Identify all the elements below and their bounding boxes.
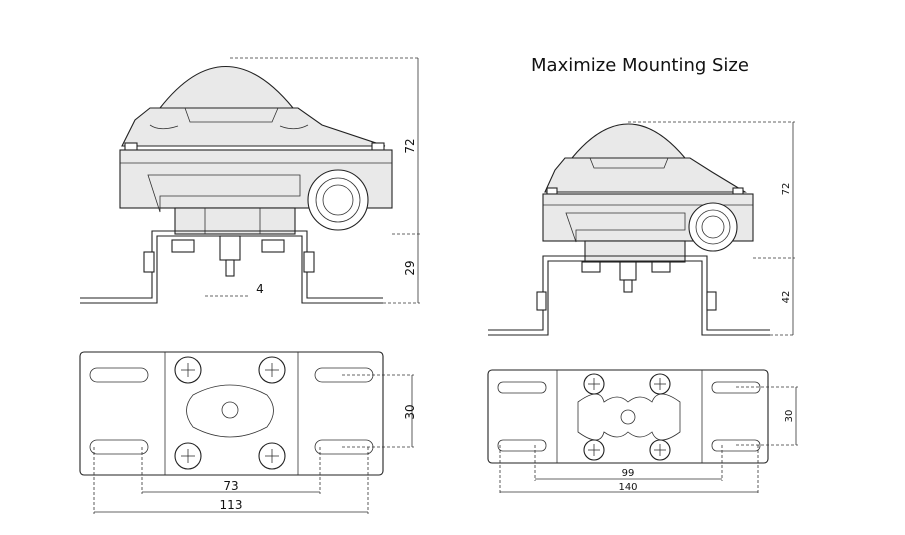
right-bottom-view: 30 99 140 bbox=[487, 369, 798, 494]
left-slot-spacing-label: 30 bbox=[403, 404, 417, 419]
right-overall-width-label: 140 bbox=[618, 482, 637, 493]
left-cable-gland bbox=[307, 169, 369, 231]
right-height-top-label: 72 bbox=[781, 183, 792, 196]
left-slot bbox=[89, 439, 149, 455]
right-bracket bbox=[488, 260, 770, 336]
right-slot bbox=[497, 381, 547, 394]
right-front-view: 72 42 bbox=[488, 121, 795, 336]
right-slot bbox=[497, 439, 547, 452]
left-center-cutout bbox=[186, 384, 274, 438]
right-dome bbox=[570, 123, 687, 159]
left-dome bbox=[158, 65, 295, 109]
left-window bbox=[147, 174, 301, 213]
right-screw-tr bbox=[649, 373, 671, 395]
left-screw-bl bbox=[174, 442, 202, 470]
left-center-hole bbox=[221, 401, 239, 419]
left-screw-tl bbox=[174, 356, 202, 384]
left-pin-width-label: 4 bbox=[256, 282, 264, 296]
left-screw-tr bbox=[258, 356, 286, 384]
left-neck bbox=[174, 207, 296, 235]
left-nut bbox=[261, 239, 285, 253]
right-screw-bl bbox=[583, 439, 605, 461]
left-height-bracket-label: 29 bbox=[403, 260, 417, 275]
right-base-plate bbox=[487, 369, 769, 464]
left-front-view: 72 29 4 bbox=[80, 57, 420, 304]
left-side-bolt bbox=[143, 251, 155, 273]
right-shaft bbox=[619, 261, 637, 281]
right-side-bolt bbox=[706, 291, 717, 311]
drawing-title: Maximize Mounting Size bbox=[531, 55, 749, 76]
left-top-cover bbox=[121, 107, 386, 147]
right-neck bbox=[584, 240, 686, 263]
right-window bbox=[565, 212, 686, 243]
right-center-hole bbox=[620, 409, 636, 425]
right-nut bbox=[581, 261, 601, 273]
right-slot-spacing-label: 30 bbox=[784, 410, 795, 423]
left-slot bbox=[89, 367, 149, 383]
right-slot bbox=[711, 381, 761, 394]
left-base-plate bbox=[79, 351, 384, 476]
right-slot bbox=[711, 439, 761, 452]
left-screw-br bbox=[258, 442, 286, 470]
left-height-top-label: 72 bbox=[403, 138, 417, 153]
right-top-cover bbox=[544, 157, 747, 193]
left-overall-width-label: 113 bbox=[220, 498, 243, 512]
left-bottom-view: 30 73 113 bbox=[79, 351, 417, 514]
right-side-bolt bbox=[536, 291, 547, 311]
left-nut bbox=[171, 239, 195, 253]
left-side-bolt bbox=[303, 251, 315, 273]
right-nut bbox=[651, 261, 671, 273]
left-shaft bbox=[219, 235, 241, 261]
right-screw-tl bbox=[583, 373, 605, 395]
right-screw-br bbox=[649, 439, 671, 461]
left-hole-spacing-label: 73 bbox=[223, 479, 238, 493]
right-height-bracket-label: 42 bbox=[781, 291, 792, 304]
right-hole-spacing-label: 99 bbox=[622, 468, 635, 479]
right-center-cutout bbox=[577, 393, 681, 441]
